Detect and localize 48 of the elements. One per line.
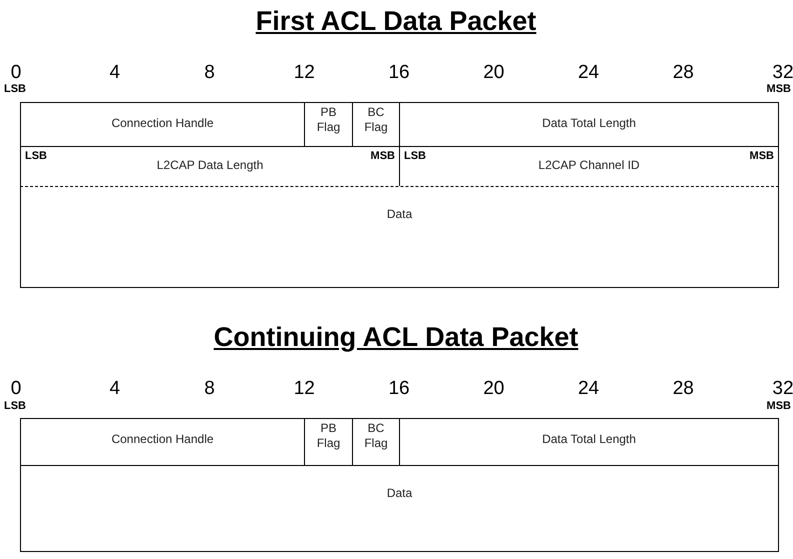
packet-field — [20, 102, 305, 147]
field-name: Data Total Length — [542, 116, 636, 130]
field-name: L2CAP Channel ID — [537, 158, 641, 172]
packet-field — [399, 102, 779, 147]
field-name: PB Flag — [316, 421, 342, 451]
packet-title: First ACL Data Packet — [256, 6, 536, 37]
field-name: Connection Handle — [111, 432, 214, 446]
bit-order-label: LSB — [25, 150, 47, 162]
bit-number: 16 — [388, 378, 410, 400]
bit-number: 16 — [388, 62, 410, 84]
bit-number: 4 — [109, 62, 120, 84]
bit-number: 8 — [204, 378, 215, 400]
bit-order-label: MSB — [766, 400, 791, 412]
bit-number: 32 — [772, 378, 793, 400]
field-name: Connection Handle — [111, 116, 214, 130]
bit-number: 28 — [672, 62, 694, 84]
field-name: Data Total Length — [542, 432, 636, 446]
bit-number: 20 — [483, 378, 504, 400]
bit-order-label: LSB — [4, 83, 26, 95]
bit-order-label: MSB — [766, 83, 791, 95]
bit-number: 12 — [294, 378, 315, 400]
bit-order-label: LSB — [404, 150, 426, 162]
bit-number: 28 — [672, 378, 694, 400]
bit-number: 32 — [772, 62, 793, 84]
field-name: BC Flag — [363, 105, 389, 135]
bit-number: 4 — [109, 378, 120, 400]
bit-order-label: MSB — [370, 150, 395, 162]
packet-field — [304, 102, 353, 147]
bit-order-label: MSB — [750, 150, 774, 162]
bit-number: 12 — [294, 62, 315, 84]
packet-title: Continuing ACL Data Packet — [214, 322, 578, 353]
packet-field — [399, 418, 779, 466]
packet-field — [20, 418, 305, 466]
bit-order-label: LSB — [4, 400, 26, 412]
data-field — [20, 465, 779, 552]
field-name: PB Flag — [316, 105, 342, 135]
field-name: Data — [386, 486, 412, 500]
bit-number: 20 — [483, 62, 504, 84]
packet-field — [352, 102, 400, 147]
field-name: BC Flag — [363, 421, 389, 451]
bit-number: 24 — [578, 378, 600, 400]
bit-number: 8 — [204, 62, 215, 84]
data-field — [20, 186, 779, 288]
bit-number: 0 — [10, 62, 22, 84]
bit-number: 0 — [10, 378, 22, 400]
bit-number: 24 — [578, 62, 600, 84]
field-name: Data — [386, 207, 412, 221]
field-name: L2CAP Data Length — [156, 158, 264, 172]
